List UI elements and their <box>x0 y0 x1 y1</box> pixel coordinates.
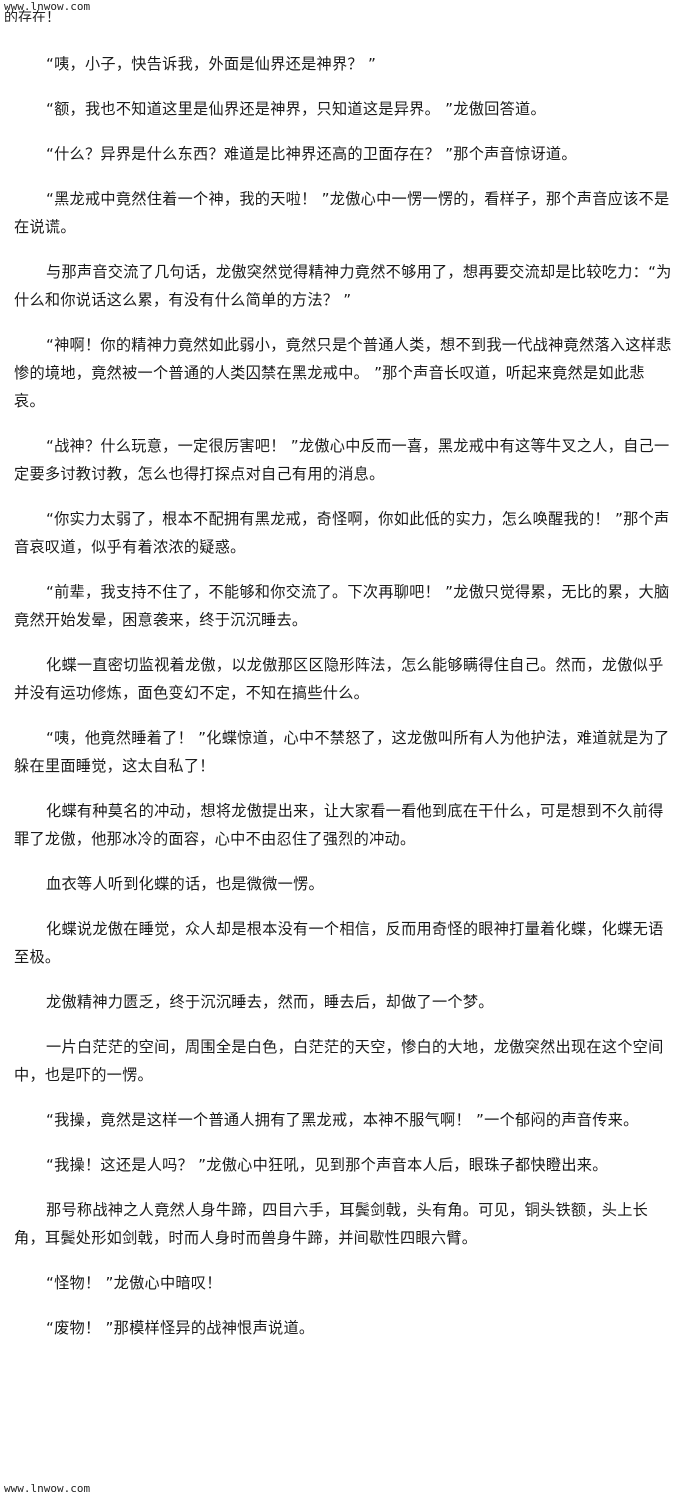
paragraph-11: “咦，他竟然睡着了！ ”化蝶惊道，心中不禁怒了，这龙傲叫所有人为他护法，难道就是… <box>14 729 670 775</box>
paragraph-3: “什么？异界是什么东西？难道是比神界还高的卫面存在？ ”那个声音惊讶道。 <box>46 145 577 163</box>
paragraph-1: “咦，小子，快告诉我，外面是仙界还是神界？ ” <box>46 55 377 73</box>
paragraph-9: “前辈，我支持不住了，不能够和你交流了。下次再聊吧！ ”龙傲只觉得累，无比的累，… <box>14 583 670 629</box>
paragraph-7: “战神？什么玩意，一定很厉害吧！ ”龙傲心中反而一喜，黑龙戒中有这等牛叉之人，自… <box>14 437 670 483</box>
paragraph-10: 化蝶一直密切监视着龙傲，以龙傲那区区隐形阵法，怎么能够瞒得住自己。然而，龙傲似乎… <box>14 656 664 702</box>
paragraph-19: 那号称战神之人竟然人身牛蹄，四目六手，耳鬓剑戟，头有角。可见，铜头铁额，头上长角… <box>14 1201 649 1247</box>
paragraph-12: 化蝶有种莫名的冲动，想将龙傲提出来，让大家看一看他到底在干什么，可是想到不久前得… <box>14 802 664 848</box>
paragraph-14: 化蝶说龙傲在睡觉，众人却是根本没有一个相信，反而用奇怪的眼神打量着化蝶，化蝶无语… <box>14 920 664 966</box>
site-url-footer: www.lnwow.com <box>4 1482 91 1495</box>
paragraph-8: “你实力太弱了，根本不配拥有黑龙戒，奇怪啊，你如此低的实力，怎么唤醒我的！ ”那… <box>14 510 670 556</box>
paragraph-18: “我操！这还是人吗？ ”龙傲心中狂吼，见到那个声音本人后，眼珠子都快瞪出来。 <box>46 1156 608 1174</box>
partial-text-line: 的存在！ <box>4 10 60 22</box>
paragraph-20: “怪物！ ”龙傲心中暗叹！ <box>46 1274 222 1292</box>
paragraph-21: “废物！ ”那模样怪异的战神恨声说道。 <box>46 1319 315 1337</box>
paragraph-16: 一片白茫茫的空间，周围全是白色，白茫茫的天空，惨白的大地，龙傲突然出现在这个空间… <box>14 1038 664 1084</box>
paragraph-17: “我操，竟然是这样一个普通人拥有了黑龙戒，本神不服气啊！ ”一个郁闷的声音传来。 <box>46 1111 639 1129</box>
paragraph-5: 与那声音交流了几句话，龙傲突然觉得精神力竟然不够用了，想再要交流却是比较吃力：“… <box>14 263 672 309</box>
paragraph-6: “神啊！你的精神力竟然如此弱小，竟然只是个普通人类，想不到我一代战神竟然落入这样… <box>14 336 672 410</box>
paragraph-2: “额，我也不知道这里是仙界还是神界，只知道这是异界。 ”龙傲回答道。 <box>46 100 546 118</box>
paragraph-15: 龙傲精神力匮乏，终于沉沉睡去，然而，睡去后，却做了一个梦。 <box>46 993 494 1011</box>
paragraph-4: “黑龙戒中竟然住着一个神，我的天啦！ ”龙傲心中一愣一愣的，看样子，那个声音应该… <box>14 190 670 236</box>
paragraph-13: 血衣等人听到化蝶的话，也是微微一愣。 <box>46 875 324 893</box>
article-body: “咦，小子，快告诉我，外面是仙界还是神界？ ” “额，我也不知道这里是仙界还是神… <box>14 50 674 1342</box>
site-url-header: www.lnwow.com <box>4 0 91 13</box>
